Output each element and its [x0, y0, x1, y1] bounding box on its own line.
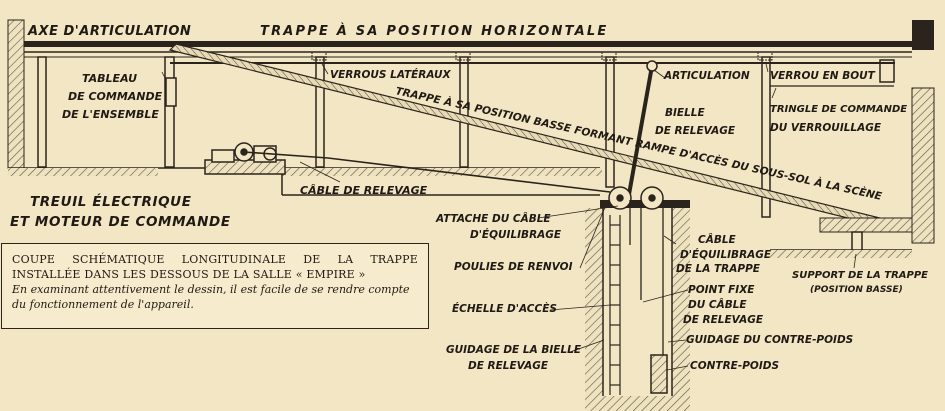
caption-box: COUPE SCHÉMATIQUE LONGITUDINALE DE LA TR… [1, 243, 429, 329]
lifting-cable [243, 151, 611, 193]
label-guidage-contre-poids: GUIDAGE DU CONTRE-POIDS [686, 334, 853, 346]
right-wall-top [912, 20, 934, 50]
label-poulies: POULIES DE RENVOI [454, 261, 573, 273]
label-verrous: VERROUS LATÉRAUX [330, 68, 452, 81]
counterweight [650, 354, 668, 394]
pivot-joint [646, 60, 658, 72]
label-tringle-1: TRINGLE DE COMMANDE [770, 104, 907, 115]
label-attache-1: ATTACHE DU CÂBLE [435, 211, 551, 225]
lateral-locks [311, 51, 773, 61]
label-attache-2: D'ÉQUILIBRAGE [470, 228, 562, 241]
label-point-fixe-3: DE RELEVAGE [683, 314, 764, 326]
label-cable-eq-3: DE LA TRAPPE [676, 263, 761, 275]
connecting-rod [626, 65, 654, 201]
balancing-cable [629, 200, 664, 355]
label-point-fixe-2: DU CÂBLE [688, 297, 747, 311]
label-tableau-3: DE L'ENSEMBLE [62, 108, 159, 121]
support-columns [37, 56, 771, 218]
caption-body: En examinant attentivement le dessin, il… [12, 283, 410, 311]
ramp-support [770, 217, 913, 258]
label-tableau-2: DE COMMANDE [68, 90, 163, 103]
label-trappe-horizontale: TRAPPE À SA POSITION HORIZONTALE [260, 23, 609, 39]
label-treuil-1: TREUIL ÉLECTRIQUE [30, 193, 192, 210]
label-cable-relevage: CÂBLE DE RELEVAGE [300, 183, 428, 197]
left-wall [7, 19, 25, 169]
leader-lines [161, 63, 857, 371]
label-bielle-1: BIELLE [665, 107, 705, 119]
label-axe: AXE D'ARTICULATION [27, 24, 191, 39]
label-contre-poids: CONTRE-POIDS [690, 360, 779, 372]
label-bielle-2: DE RELEVAGE [655, 125, 736, 137]
label-support-1: SUPPORT DE LA TRAPPE [792, 270, 928, 281]
right-wall [911, 87, 935, 244]
end-lock [770, 59, 895, 87]
label-support-2: (POSITION BASSE) [810, 285, 903, 295]
label-verrou-bout: VERROU EN BOUT [770, 70, 876, 82]
control-panel [165, 77, 177, 107]
label-cable-eq-1: CÂBLE [698, 232, 737, 246]
label-point-fixe-1: POINT FIXE [688, 284, 755, 296]
return-pulleys [608, 186, 664, 210]
label-guidage-bielle-1: GUIDAGE DE LA BIELLE [446, 344, 582, 356]
label-tableau-1: TABLEAU [82, 72, 137, 85]
label-tringle-2: DU VERROUILLAGE [770, 122, 882, 134]
label-cable-eq-2: D'ÉQUILIBRAGE [680, 248, 772, 261]
label-articulation: ARTICULATION [663, 70, 750, 82]
floor-hatch-left [8, 168, 158, 176]
label-echelle: ÉCHELLE D'ACCÈS [452, 301, 557, 315]
label-guidage-bielle-2: DE RELEVAGE [468, 360, 549, 372]
caption-title: COUPE SCHÉMATIQUE LONGITUDINALE DE LA TR… [12, 253, 418, 281]
label-treuil-2: ET MOTEUR DE COMMANDE [10, 214, 231, 230]
